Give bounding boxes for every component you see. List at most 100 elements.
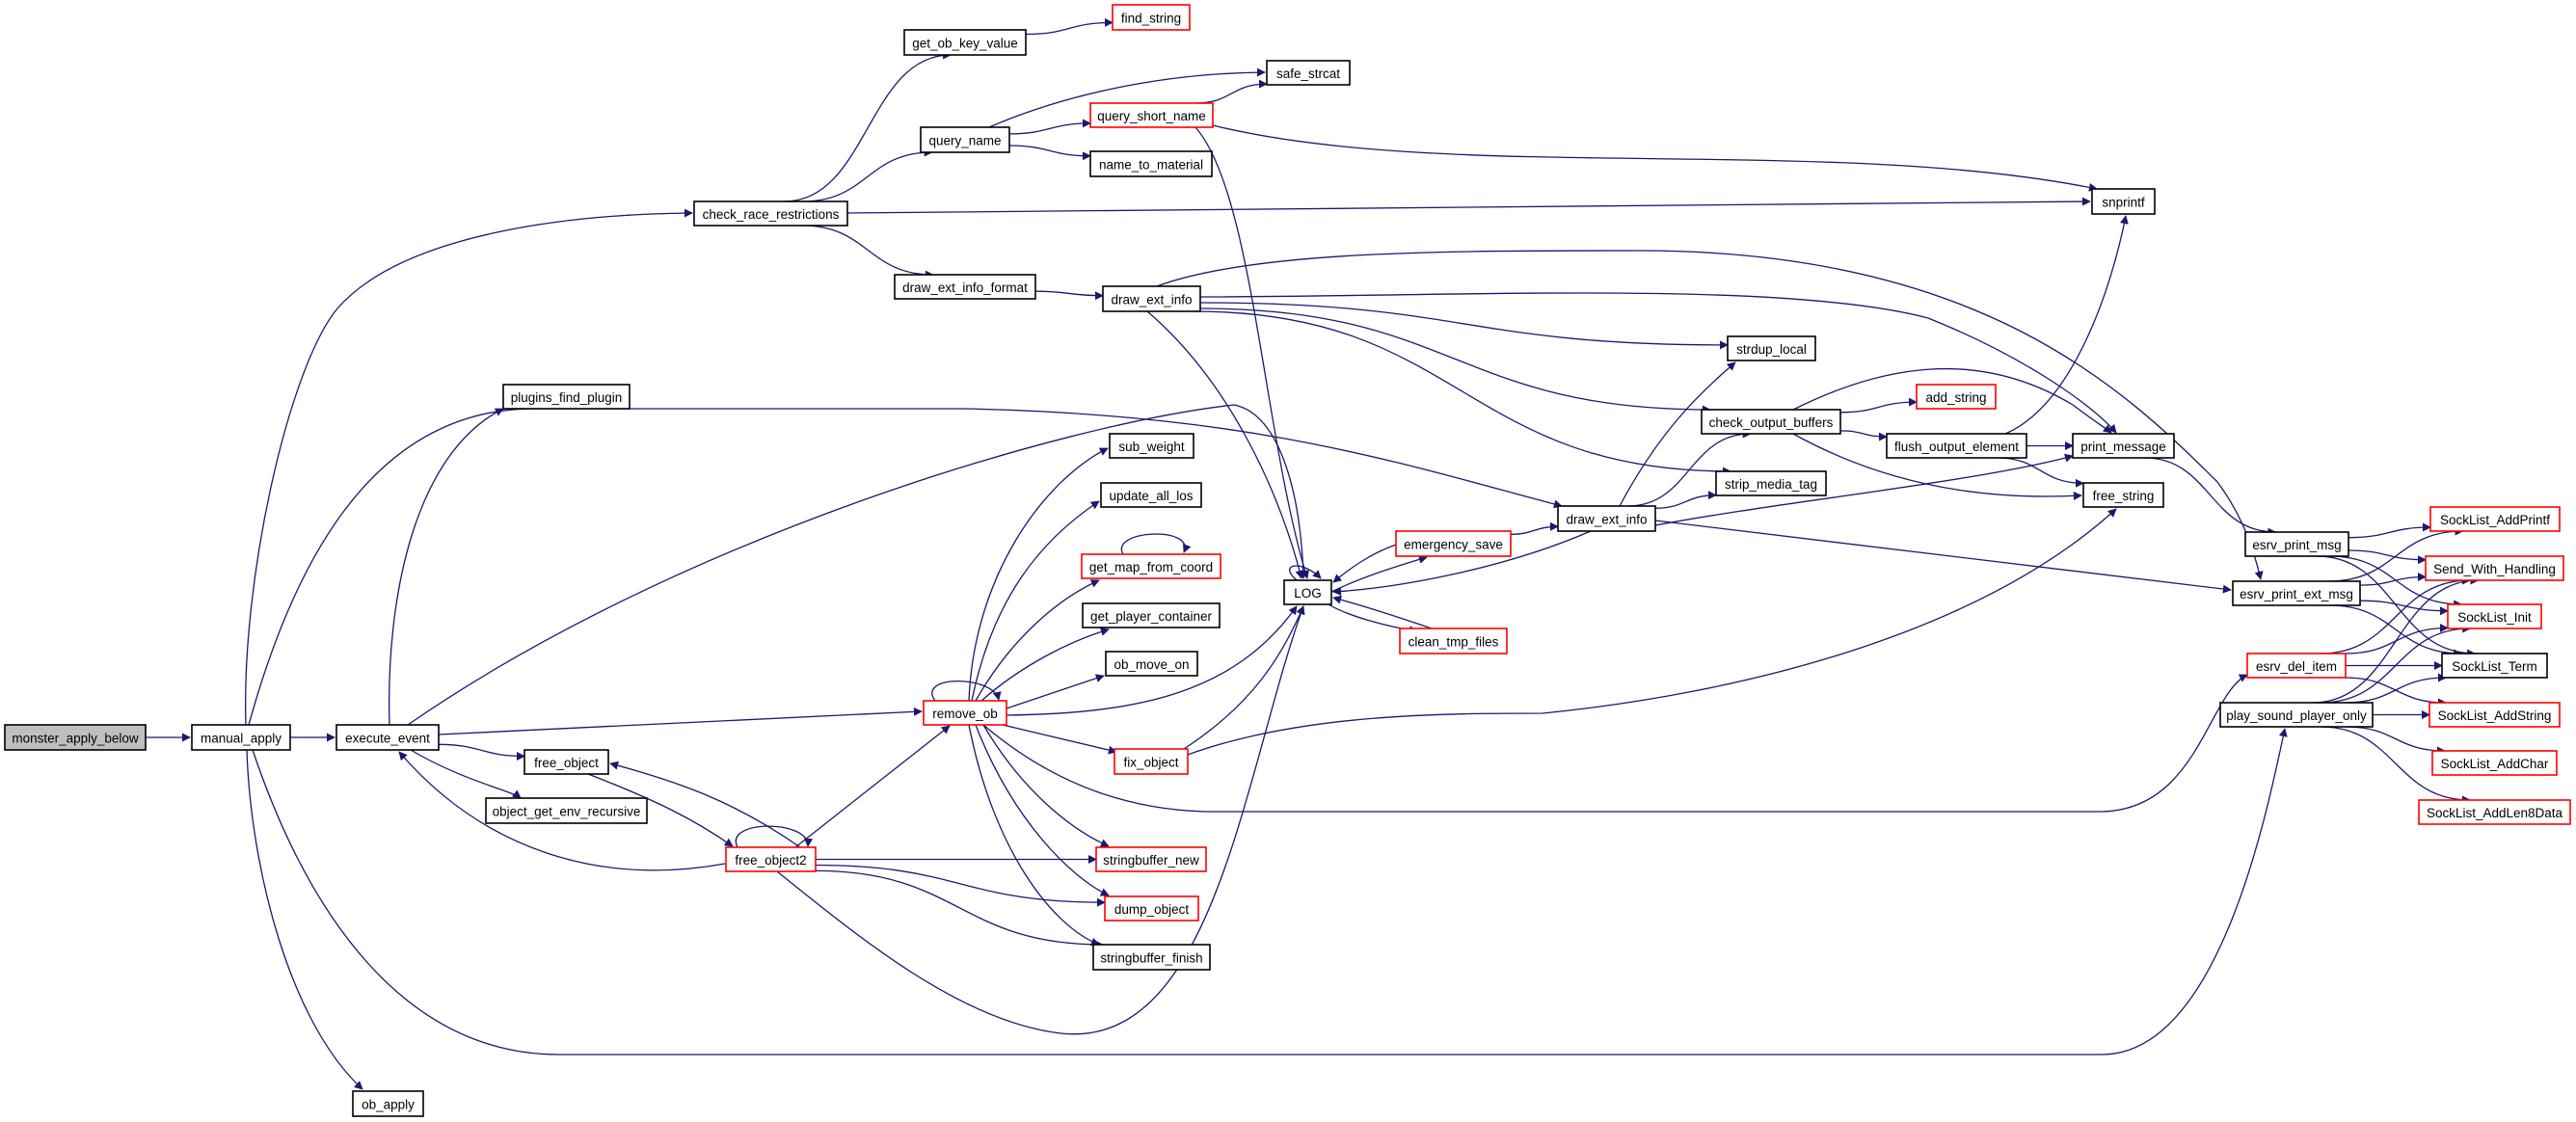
- node-box[interactable]: [2244, 531, 2349, 557]
- node-remove_ob[interactable]: remove_ob: [923, 700, 1007, 726]
- node-box[interactable]: [1092, 944, 1211, 971]
- node-box[interactable]: [2429, 506, 2561, 532]
- node-box[interactable]: [1395, 530, 1512, 557]
- node-box[interactable]: [2428, 702, 2561, 728]
- node-box[interactable]: [2441, 653, 2548, 679]
- node-box[interactable]: [2447, 603, 2542, 629]
- node-check_output_buffers[interactable]: check_output_buffers: [1701, 409, 1841, 435]
- node-box[interactable]: [2091, 188, 2156, 215]
- node-stringbuffer_new[interactable]: stringbuffer_new: [1095, 846, 1207, 872]
- node-box[interactable]: [1727, 335, 1816, 361]
- node-SockList_Init[interactable]: SockList_Init: [2447, 603, 2542, 629]
- node-box[interactable]: [1105, 651, 1198, 677]
- node-box[interactable]: [923, 700, 1007, 726]
- node-get_ob_key_value[interactable]: get_ob_key_value: [903, 29, 1027, 56]
- node-get_map_from_coord[interactable]: get_map_from_coord: [1081, 553, 1221, 579]
- node-ob_apply[interactable]: ob_apply: [352, 1090, 424, 1117]
- node-box[interactable]: [920, 126, 1010, 153]
- node-dump_object[interactable]: dump_object: [1104, 895, 1199, 922]
- node-manual_apply[interactable]: manual_apply: [191, 724, 291, 751]
- node-name_to_material[interactable]: name_to_material: [1089, 150, 1213, 177]
- node-add_string[interactable]: add_string: [1916, 384, 1997, 410]
- node-get_player_container[interactable]: get_player_container: [1082, 602, 1221, 628]
- node-box[interactable]: [352, 1090, 424, 1117]
- node-ob_move_on[interactable]: ob_move_on: [1105, 651, 1198, 677]
- node-free_object[interactable]: free_object: [523, 749, 609, 775]
- node-box[interactable]: [485, 797, 648, 824]
- node-query_name[interactable]: query_name: [920, 126, 1010, 153]
- node-box[interactable]: [1089, 150, 1213, 177]
- node-box[interactable]: [2082, 482, 2164, 508]
- node-box[interactable]: [502, 384, 631, 410]
- node-box[interactable]: [335, 724, 440, 751]
- node-draw_ext_info_a[interactable]: draw_ext_info: [1102, 285, 1201, 312]
- node-box[interactable]: [2219, 702, 2374, 728]
- node-box[interactable]: [1399, 628, 1508, 654]
- node-sub_weight[interactable]: sub_weight: [1109, 433, 1194, 459]
- node-object_get_env_recursive[interactable]: object_get_env_recursive: [485, 797, 648, 824]
- node-box[interactable]: [693, 200, 848, 227]
- node-box[interactable]: [2418, 799, 2571, 825]
- node-box[interactable]: [1095, 846, 1207, 872]
- node-check_race_restrictions[interactable]: check_race_restrictions: [693, 200, 848, 227]
- node-free_object2[interactable]: free_object2: [725, 846, 817, 872]
- node-execute_event[interactable]: execute_event: [335, 724, 440, 751]
- node-strip_media_tag[interactable]: strip_media_tag: [1715, 470, 1827, 496]
- node-box[interactable]: [1112, 4, 1191, 31]
- node-SockList_AddChar[interactable]: SockList_AddChar: [2431, 750, 2558, 776]
- node-esrv_print_ext_msg[interactable]: esrv_print_ext_msg: [2232, 580, 2361, 606]
- node-safe_strcat[interactable]: safe_strcat: [1266, 60, 1351, 86]
- node-box[interactable]: [2072, 433, 2175, 459]
- node-box[interactable]: [191, 724, 291, 751]
- node-box[interactable]: [1557, 505, 1656, 532]
- node-SockList_Term[interactable]: SockList_Term: [2441, 653, 2548, 679]
- node-box[interactable]: [1102, 285, 1201, 312]
- node-box[interactable]: [1100, 482, 1202, 508]
- node-find_string[interactable]: find_string: [1112, 4, 1191, 31]
- node-flush_output_element[interactable]: flush_output_element: [1886, 433, 2027, 459]
- node-draw_ext_info_format[interactable]: draw_ext_info_format: [894, 274, 1036, 300]
- node-stringbuffer_finish[interactable]: stringbuffer_finish: [1092, 944, 1211, 971]
- node-box[interactable]: [4, 724, 147, 751]
- node-box[interactable]: [2425, 555, 2564, 581]
- node-box[interactable]: [1283, 579, 1332, 605]
- node-box[interactable]: [1266, 60, 1351, 86]
- node-free_string[interactable]: free_string: [2082, 482, 2164, 508]
- node-fix_object[interactable]: fix_object: [1114, 748, 1189, 775]
- node-esrv_del_item[interactable]: esrv_del_item: [2246, 653, 2347, 679]
- node-Send_With_Handling[interactable]: Send_With_Handling: [2425, 555, 2564, 581]
- node-box[interactable]: [2232, 580, 2361, 606]
- node-box[interactable]: [1082, 602, 1221, 628]
- node-update_all_los[interactable]: update_all_los: [1100, 482, 1202, 508]
- node-box[interactable]: [1104, 895, 1199, 922]
- node-strdup_local[interactable]: strdup_local: [1727, 335, 1816, 361]
- node-box[interactable]: [1916, 384, 1997, 410]
- node-box[interactable]: [1715, 470, 1827, 496]
- node-esrv_print_msg[interactable]: esrv_print_msg: [2244, 531, 2349, 557]
- node-play_sound_player_only[interactable]: play_sound_player_only: [2219, 702, 2374, 728]
- node-box[interactable]: [1114, 748, 1189, 775]
- node-plugins_find_plugin[interactable]: plugins_find_plugin: [502, 384, 631, 410]
- node-box[interactable]: [725, 846, 817, 872]
- node-clean_tmp_files[interactable]: clean_tmp_files: [1399, 628, 1508, 654]
- node-box[interactable]: [1886, 433, 2027, 459]
- node-box[interactable]: [1081, 553, 1221, 579]
- node-SockList_AddString[interactable]: SockList_AddString: [2428, 702, 2561, 728]
- node-box[interactable]: [1701, 409, 1841, 435]
- node-box[interactable]: [903, 29, 1027, 56]
- node-SockList_AddPrintf[interactable]: SockList_AddPrintf: [2429, 506, 2561, 532]
- node-draw_ext_info_b[interactable]: draw_ext_info: [1557, 505, 1656, 532]
- node-box[interactable]: [2246, 653, 2347, 679]
- node-SockList_AddLen8Data[interactable]: SockList_AddLen8Data: [2418, 799, 2571, 825]
- node-box[interactable]: [894, 274, 1036, 300]
- node-box[interactable]: [523, 749, 609, 775]
- node-monster_apply_below[interactable]: monster_apply_below: [4, 724, 147, 751]
- node-snprintf[interactable]: snprintf: [2091, 188, 2156, 215]
- node-LOG[interactable]: LOG: [1283, 579, 1332, 605]
- node-box[interactable]: [2431, 750, 2558, 776]
- node-emergency_save[interactable]: emergency_save: [1395, 530, 1512, 557]
- node-box[interactable]: [1109, 433, 1194, 459]
- node-print_message[interactable]: print_message: [2072, 433, 2175, 459]
- node-box[interactable]: [1089, 102, 1214, 128]
- node-query_short_name[interactable]: query_short_name: [1089, 102, 1214, 128]
